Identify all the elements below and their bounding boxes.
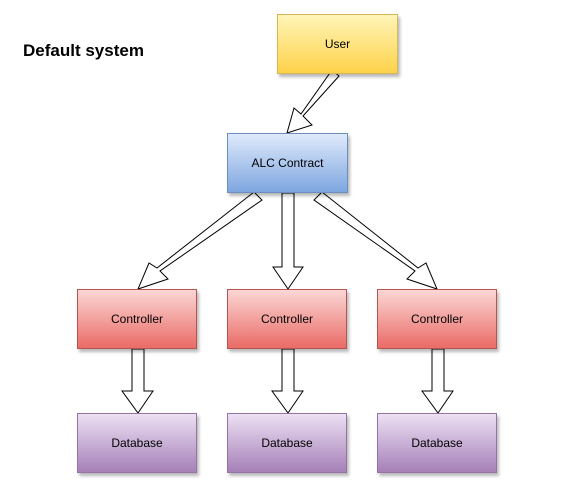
node-controller-label: Controller — [260, 312, 314, 326]
arrow-alc-to-controller-3 — [313, 191, 438, 290]
page-title: Default system — [23, 41, 144, 60]
node-database-3: Database — [377, 413, 497, 473]
node-controller-label: Controller — [110, 312, 164, 326]
node-user-label: User — [324, 37, 351, 51]
arrow-controller-3-to-database-3 — [421, 348, 454, 414]
node-controller-3: Controller — [377, 289, 497, 349]
node-database-1: Database — [77, 413, 197, 473]
node-database-2: Database — [227, 413, 347, 473]
node-controller-2: Controller — [227, 289, 347, 349]
node-controller-1: Controller — [77, 289, 197, 349]
node-database-label: Database — [411, 436, 463, 450]
arrow-controller-1-to-database-1 — [121, 348, 154, 414]
arrow-alc-to-controller-2 — [272, 192, 304, 290]
arrow-user-to-alc — [286, 69, 340, 134]
arrow-controller-2-to-database-2 — [271, 348, 304, 414]
node-user: User — [277, 14, 398, 74]
arrow-alc-to-controller-1 — [137, 191, 263, 290]
node-alc-contract: ALC Contract — [227, 133, 348, 193]
node-database-label: Database — [111, 436, 163, 450]
node-database-label: Database — [261, 436, 313, 450]
node-alc-contract-label: ALC Contract — [251, 156, 324, 170]
node-controller-label: Controller — [410, 312, 464, 326]
